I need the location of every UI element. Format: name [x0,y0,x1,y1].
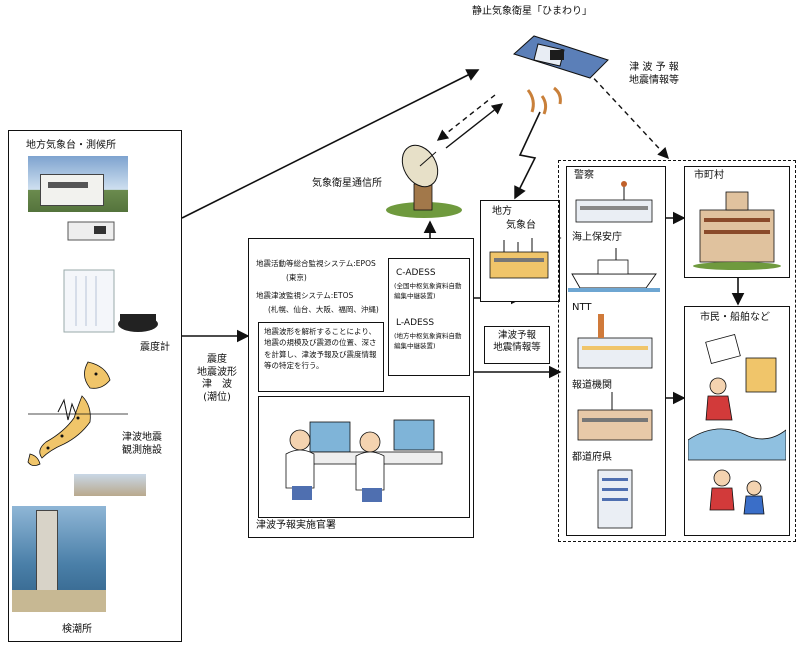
media-label: 報道機関 [572,380,612,391]
observatory-photo [28,156,128,212]
tsunami-info-mid-line1: 津波予報 [497,330,536,341]
analysis-text: 地震波形を解析することにより、 地震の規模及び震源の位置、深さ を計算し、津波予… [264,326,377,371]
seismometer-icon [63,269,158,333]
police-label: 警察 [574,170,594,181]
l-adess-desc-line: (地方中枢気象資料自動 [394,332,462,340]
c-adess-label: C-ADESS [396,268,436,278]
tsunami-observation-facility-label: 津波地震 観測施設 [122,432,162,457]
tsunami-observation-line2: 観測施設 [122,444,162,456]
local-observatory-title: 地方気象台・測候所 [26,140,116,151]
tsunami-info-mid-box [484,326,550,364]
recipients-panel [558,160,796,542]
coast-guard-ship-icon [568,248,660,292]
arrow-satellite-to-station [436,94,496,141]
japan-map-icon [27,361,128,466]
tsunami-info-mid-line2: 地震情報等 [493,341,541,353]
l-adess-label: L-ADESS [396,318,435,328]
tsunami-info-top-line1: 津 波 予 報 [629,62,679,73]
analysis-box [258,322,384,392]
seismometer-label: 震度計 [140,342,170,353]
police-building-icon [575,181,653,223]
observation-data-label: 震度 地震波形 津 波 (潮位) [190,354,244,404]
citizens-label: 市民・船舶など [700,312,770,323]
equipment-icon [67,221,115,241]
observation-line1: 震度 [207,354,227,365]
etos-label: 地震津波監視システム:ETOS [256,291,354,300]
arrow-to-satellite [181,69,480,219]
analysis-line: 等の特定を行う。 [264,360,324,370]
l-adess-desc-line: 編集中継装置) [394,341,436,350]
tsunami-forecast-office-title: 津波予報実施官署 [256,520,336,531]
tsunami-info-top-line2: 地震情報等 [629,74,679,86]
analysis-line: を計算し、津波予報及び震度情報 [264,349,377,359]
satellite-label: 静止気象衛星「ひまわり」 [472,6,592,17]
local-office-line1: 地方 [492,206,512,217]
observation-line4: (潮位) [203,391,231,403]
observation-line2: 地震波形 [197,366,237,378]
epos-location: (東京) [286,273,307,282]
satellite-icon [513,35,609,115]
media-building-icon [577,392,653,441]
observation-line3: 津 波 [202,379,232,390]
c-adess-desc: (全国中枢気象資料自動 編集中継装置) [394,282,462,302]
etos-location: (札幌、仙台、大阪、福岡、沖縄) [268,305,379,314]
arrow-satellite-to-office [514,111,541,200]
c-adess-desc-line: (全国中枢気象資料自動 [394,282,462,290]
prefecture-building-icon [597,469,633,529]
observation-facility-photo [74,474,146,496]
arrow-station-to-satellite [445,103,504,149]
ntt-label: NTT [572,302,592,313]
coast-guard-label: 海上保安庁 [572,232,622,243]
analysis-line: 地震波形を解析することにより、 [264,327,377,336]
l-adess-desc: (地方中枢気象資料自動 編集中継装置) [394,332,462,352]
municipality-label: 市町村 [694,170,724,181]
c-adess-desc-line: 編集中継装置) [394,291,436,300]
adess-box [388,258,470,376]
local-office-building-icon [489,238,549,279]
tide-station-photo [12,506,106,612]
municipality-building-icon [693,191,781,270]
tide-station-label: 検潮所 [62,624,92,635]
ground-station-label: 気象衛星通信所 [312,178,382,189]
prefecture-label: 都道府県 [572,452,612,463]
tsunami-info-top: 津 波 予 報 地震情報等 [618,62,690,87]
epos-label: 地震活動等総合監視システム:EPOS [256,259,376,268]
ntt-building-icon [577,314,653,369]
ground-station-icon [386,144,462,218]
citizens-evacuation-icon [688,334,786,515]
arrow-satellite-to-recipients [587,71,669,160]
tsunami-info-mid: 津波予報 地震情報等 [490,330,544,354]
tsunami-observation-line1: 津波地震 [122,432,162,443]
local-office-line2: 気象台 [506,220,536,231]
operators-icon [285,419,443,502]
analysis-line: 地震の規模及び震源の位置、深さ [264,338,377,348]
local-office-box [480,200,560,302]
